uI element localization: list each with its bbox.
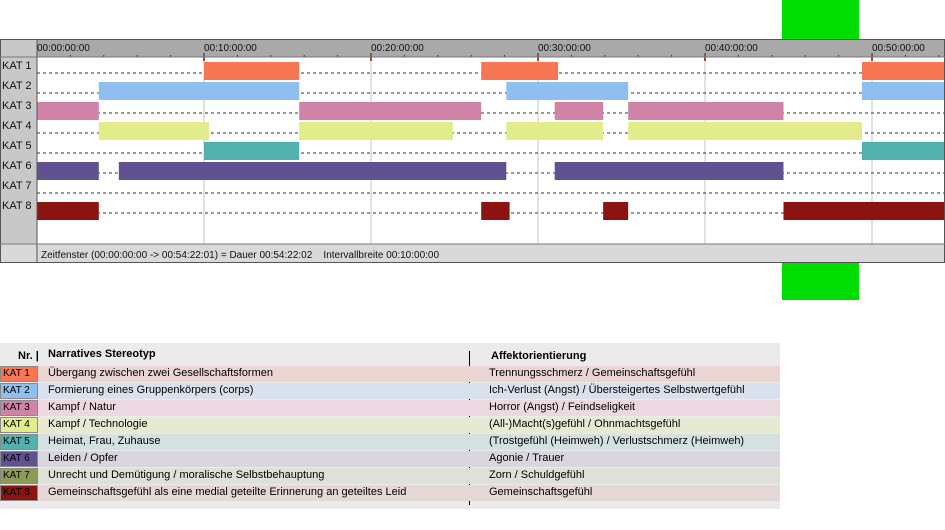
track-segment-8 bbox=[481, 202, 510, 220]
legend-header-nr: Nr. | bbox=[18, 350, 39, 362]
track-segment-4 bbox=[506, 122, 604, 140]
ruler-marker bbox=[871, 57, 873, 61]
legend-row-band bbox=[0, 417, 780, 433]
timeline-background bbox=[0, 39, 945, 263]
track-segment-1 bbox=[481, 62, 559, 80]
track-segment-5 bbox=[861, 142, 945, 160]
track-label-1: KAT 1 bbox=[2, 60, 32, 72]
ruler-tick-label: 00:10:00:00 bbox=[204, 43, 257, 54]
ruler-tick-label: 00:40:00:00 bbox=[705, 43, 758, 54]
track-segment-4 bbox=[98, 122, 210, 140]
legend-header-affekt: Affektorientierung bbox=[491, 350, 587, 362]
legend-affekt: Gemeinschaftsgefühl bbox=[489, 486, 593, 498]
legend-row: KAT 8 Gemeinschaftsgefühl als eine medial… bbox=[0, 485, 780, 501]
legend-category-swatch: KAT 2 bbox=[0, 383, 38, 399]
time-ruler bbox=[0, 39, 945, 57]
timeline-panel[interactable]: 00:00:00:00 00:10:00:00 00:20:00:00 00:30:0… bbox=[0, 39, 945, 263]
legend-row-band bbox=[0, 468, 780, 484]
legend-stereotyp: Heimat, Frau, Zuhause bbox=[48, 435, 161, 447]
track-segment-1 bbox=[861, 62, 945, 80]
legend-category-swatch: KAT 6 bbox=[0, 451, 38, 467]
track-segment-2 bbox=[506, 82, 629, 100]
legend-row: KAT 5 Heimat, Frau, Zuhause (Trostgefühl (… bbox=[0, 434, 780, 450]
track-segment-8 bbox=[603, 202, 629, 220]
legend-row: KAT 4 Kampf / Technologie (All-)Macht(s)ge… bbox=[0, 417, 780, 433]
legend-stereotyp: Unrecht und Demütigung / moralische Selb… bbox=[48, 469, 325, 481]
legend-category-swatch: KAT 7 bbox=[0, 468, 38, 484]
track-segment-2 bbox=[98, 82, 300, 100]
green-marker-top bbox=[782, 0, 859, 39]
legend-row: KAT 1 Übergang zwischen zwei Gesellschaft… bbox=[0, 366, 780, 382]
track-label-3: KAT 3 bbox=[2, 100, 32, 112]
legend-category-swatch: KAT 5 bbox=[0, 434, 38, 450]
track-segment-3 bbox=[299, 102, 482, 120]
track-segment-3 bbox=[37, 102, 99, 120]
legend-stereotyp: Kampf / Technologie bbox=[48, 418, 148, 430]
legend-affekt: Ich-Verlust (Angst) / Übersteigertes Sel… bbox=[489, 384, 745, 396]
track-label-2: KAT 2 bbox=[2, 80, 32, 92]
ruler-tick-label: 00:30:00:00 bbox=[538, 43, 591, 54]
green-marker-bottom bbox=[782, 263, 859, 300]
ruler-marker bbox=[370, 57, 372, 61]
legend-row: KAT 3 Kampf / Natur Horror (Angst) / Feind… bbox=[0, 400, 780, 416]
track-segment-4 bbox=[628, 122, 862, 140]
legend-affekt: Agonie / Trauer bbox=[489, 452, 565, 464]
track-label-5: KAT 5 bbox=[2, 140, 32, 152]
track-segment-8 bbox=[37, 202, 99, 220]
ruler-tick-label: 00:20:00:00 bbox=[371, 43, 424, 54]
ruler-marker bbox=[704, 57, 706, 61]
legend-row: KAT 7 Unrecht und Demütigung / moralische… bbox=[0, 468, 780, 484]
track-segment-8 bbox=[783, 202, 945, 220]
legend-stereotyp: Kampf / Natur bbox=[48, 401, 116, 413]
legend-row-band bbox=[0, 366, 780, 382]
track-segment-3 bbox=[554, 102, 604, 120]
legend-affekt: (Trostgefühl (Heimweh) / Verlustschmerz … bbox=[489, 435, 745, 447]
status-bar-background bbox=[0, 244, 945, 263]
legend-stereotyp: Übergang zwischen zwei Gesellschaftsform… bbox=[48, 367, 273, 379]
timeline-chart[interactable]: 00:00:00:00 00:10:00:00 00:20:00:00 00:30:0… bbox=[0, 39, 945, 263]
track-segment-6 bbox=[118, 162, 507, 180]
legend-category-swatch: KAT 4 bbox=[0, 417, 38, 433]
legend-category-swatch: KAT 8 bbox=[0, 485, 38, 501]
legend-stereotyp: Gemeinschaftsgefühl als eine medial gete… bbox=[48, 486, 407, 498]
legend-row-band bbox=[0, 434, 780, 450]
legend-stereotyp: Formierung eines Gruppenkörpers (corps) bbox=[48, 384, 254, 396]
track-label-4: KAT 4 bbox=[2, 120, 32, 132]
legend-affekt: Horror (Angst) / Feindseligkeit bbox=[489, 401, 636, 413]
legend-header-stereotyp: Narratives Stereotyp bbox=[48, 348, 156, 360]
category-legend-table: Nr. | Narratives Stereotyp Affektorienti… bbox=[0, 343, 780, 509]
legend-affekt: Zorn / Schuldgefühl bbox=[489, 469, 585, 481]
track-segment-4 bbox=[299, 122, 453, 140]
legend-row-band bbox=[0, 485, 780, 501]
legend-row-band bbox=[0, 400, 780, 416]
legend-affekt: Trennungsschmerz / Gemeinschaftsgefühl bbox=[489, 367, 696, 379]
track-label-column bbox=[0, 39, 37, 263]
legend-category-swatch: KAT 3 bbox=[0, 400, 38, 416]
legend-row: KAT 6 Leiden / Opfer Agonie / Trauer bbox=[0, 451, 780, 467]
track-label-8: KAT 8 bbox=[2, 200, 32, 212]
track-segment-1 bbox=[204, 62, 300, 80]
ruler-marker bbox=[203, 57, 205, 61]
track-segment-6 bbox=[37, 162, 99, 180]
ruler-tick-label: 00:50:00:00 bbox=[872, 43, 925, 54]
ruler-tick-label: 00:00:00:00 bbox=[37, 43, 90, 54]
track-segment-5 bbox=[204, 142, 300, 160]
track-label-6: KAT 6 bbox=[2, 160, 32, 172]
track-segment-3 bbox=[628, 102, 784, 120]
track-label-7: KAT 7 bbox=[2, 180, 32, 192]
legend-category-swatch: KAT 1 bbox=[0, 366, 38, 382]
legend-row-band bbox=[0, 383, 780, 399]
track-segment-2 bbox=[861, 82, 945, 100]
track-segment-6 bbox=[554, 162, 784, 180]
legend-row: KAT 2 Formierung eines Gruppenkörpers (co… bbox=[0, 383, 780, 399]
legend-stereotyp: Leiden / Opfer bbox=[48, 452, 118, 464]
legend-affekt: (All-)Macht(s)gefühl / Ohnmachtsgefühl bbox=[489, 418, 681, 430]
legend-row-band bbox=[0, 451, 780, 467]
ruler-marker bbox=[537, 57, 539, 61]
status-text: Zeitfenster (00:00:00:00 -> 00:54:22:01)… bbox=[41, 250, 439, 261]
